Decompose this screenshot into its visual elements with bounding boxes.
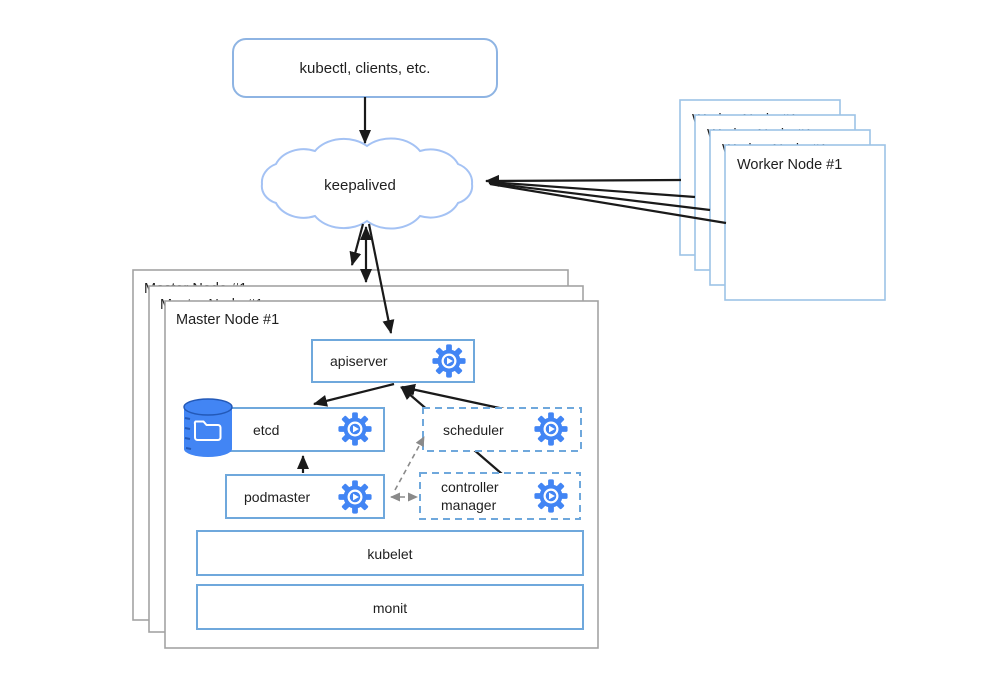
component-etcd: etcd: [183, 398, 385, 457]
component-apiserver: apiserver: [311, 339, 475, 383]
cloud-icon: [260, 137, 474, 230]
etcd-label: etcd: [253, 422, 279, 438]
clients-box-label: kubectl, clients, etc.: [300, 60, 431, 77]
kubelet-label: kubelet: [367, 546, 412, 562]
connector-worker2-to-cloud: [488, 181, 711, 212]
component-kubelet: kubelet: [196, 530, 584, 576]
worker-node-1: Worker Node #1: [724, 144, 886, 301]
connector-apiserver-to-etcd: [313, 382, 395, 407]
connector-cloud-to-apiserver: [367, 223, 395, 334]
folder-icon: [193, 420, 222, 441]
worker-node-stack: Worker Node #1 Worker Node #1 Worker Nod…: [679, 99, 886, 301]
cloud-label: keepalived: [324, 177, 396, 194]
component-scheduler: scheduler: [422, 407, 582, 452]
gear-icon: [338, 412, 372, 446]
database-cylinder-icon: [183, 398, 233, 457]
controller-manager-label-line1: controller: [441, 479, 499, 495]
podmaster-label: podmaster: [244, 489, 310, 505]
component-monit: monit: [196, 584, 584, 630]
clients-box: kubectl, clients, etc.: [232, 38, 498, 98]
scheduler-label: scheduler: [443, 422, 504, 438]
connectors-workers-to-cloud: [485, 174, 727, 225]
worker-node-label: Worker Node #1: [737, 157, 842, 173]
apiserver-label: apiserver: [330, 353, 388, 369]
connectors-podmaster-dashed: [390, 436, 425, 502]
gear-icon: [338, 480, 372, 514]
component-controller-manager: controller manager: [419, 472, 581, 520]
connector-worker4-to-cloud: [485, 174, 682, 187]
connector-scheduler-to-apiserver: [401, 383, 505, 411]
gear-icon: [534, 412, 568, 446]
connector-worker3-to-cloud: [488, 180, 696, 199]
monit-label: monit: [373, 600, 407, 616]
connectors-cloud-to-masters: [349, 223, 395, 334]
connector-podmaster-to-scheduler: [394, 436, 425, 491]
kubelet-box: [196, 530, 584, 576]
monit-box: [196, 584, 584, 630]
worker-node-box: [724, 144, 886, 301]
connector-cloud-to-master3: [349, 223, 365, 266]
gear-icon: [534, 479, 568, 513]
component-podmaster: podmaster: [225, 474, 385, 519]
controller-manager-label-line2: manager: [441, 497, 497, 513]
keepalived-cloud: keepalived: [260, 137, 474, 230]
master-node-label: Master Node #1: [176, 312, 279, 328]
gear-icon: [432, 344, 466, 378]
connector-worker1-to-cloud: [489, 182, 727, 225]
